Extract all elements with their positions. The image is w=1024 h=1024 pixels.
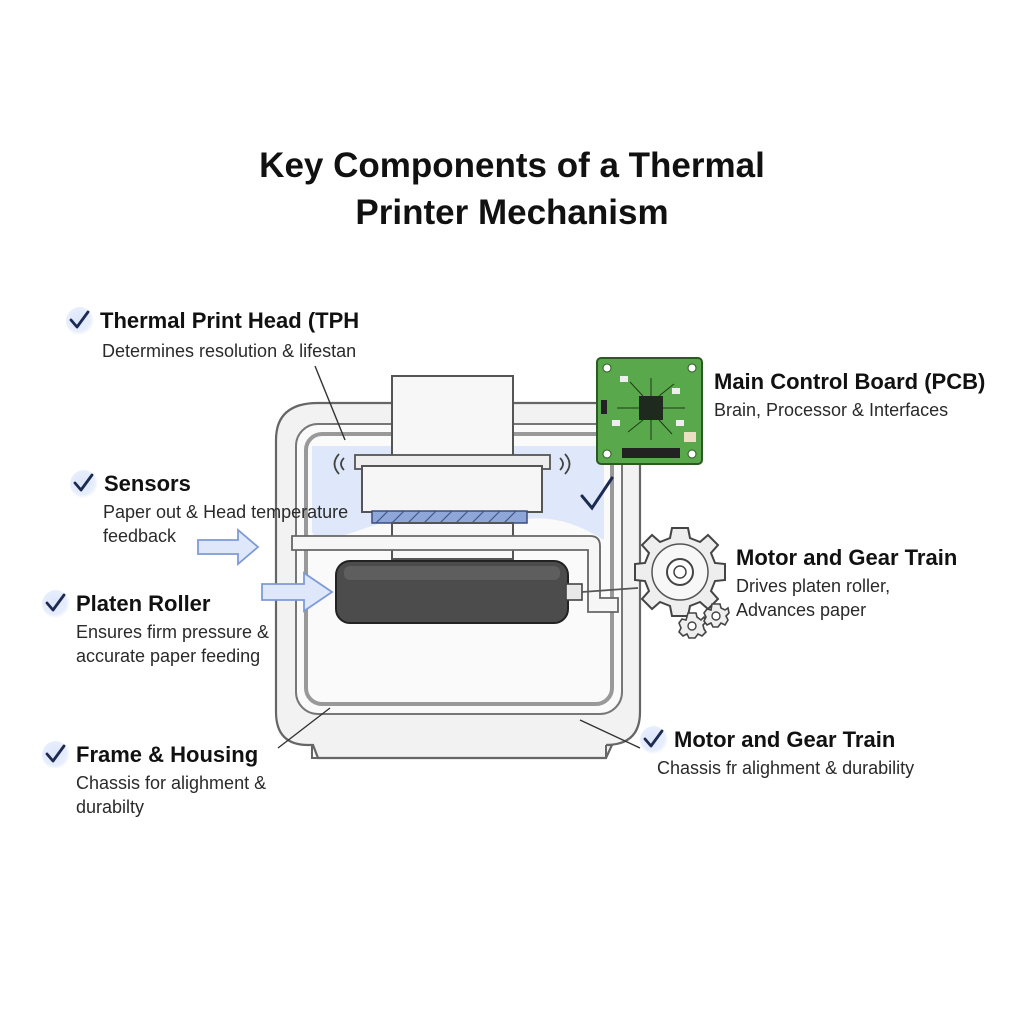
check-icon — [42, 590, 70, 618]
motor2-heading: Motor and Gear Train — [674, 727, 896, 752]
motor-heading: Motor and Gear Train — [736, 545, 958, 570]
motor2-description: Chassis fr alighment & durability — [657, 758, 915, 778]
platen-arrow-icon — [261, 571, 334, 613]
tph-heading: Thermal Print Head (TPH — [100, 308, 360, 333]
frame-heading: Frame & Housing — [76, 742, 259, 767]
page-title: Key Components of a Thermal Printer Mech… — [112, 142, 912, 236]
sensors-description: Paper out & Head temperature feedback — [103, 502, 349, 546]
frame-description: Chassis for alighment & durabilty — [76, 773, 267, 817]
check-icon — [66, 307, 94, 335]
pcb-heading: Main Control Board (PCB) — [714, 369, 986, 394]
check-icon — [70, 470, 98, 498]
title-line-1: Key Components of a Thermal — [259, 146, 765, 185]
motor-description: Drives platen roller, Advances paper — [736, 576, 891, 620]
label-motor-gear-train: Motor and Gear Train Drives platen rolle… — [736, 544, 957, 622]
sensor-arrow-icon — [197, 528, 260, 566]
pcb-description: Brain, Processor & Interfaces — [714, 400, 949, 420]
chip-icon — [639, 396, 663, 420]
label-thermal-print-head: Thermal Print Head (TPH Determines resol… — [66, 307, 359, 363]
platen-heading: Platen Roller — [76, 591, 211, 616]
pcb-board — [596, 357, 703, 465]
signal-wave-icon — [333, 453, 571, 475]
label-motor-gear-train-2: Motor and Gear Train Chassis fr alighmen… — [640, 726, 914, 780]
label-sensors: Sensors Paper out & Head temperature fee… — [70, 470, 348, 548]
label-platen-roller: Platen Roller Ensures firm pressure & ac… — [42, 590, 269, 668]
platen-description: Ensures firm pressure & accurate paper f… — [76, 622, 270, 666]
label-frame-housing: Frame & Housing Chassis for alighment & … — [42, 741, 266, 819]
tph-description: Determines resolution & lifestan — [102, 341, 357, 361]
sensors-heading: Sensors — [104, 471, 191, 496]
gear-icon — [634, 527, 730, 639]
sensor-check-icon — [580, 476, 614, 511]
check-icon — [640, 726, 668, 754]
title-line-2: Printer Mechanism — [355, 193, 669, 232]
platen-roller — [335, 560, 639, 624]
label-main-control-board: Main Control Board (PCB) Brain, Processo… — [714, 368, 985, 422]
leader-lines — [277, 365, 641, 749]
check-icon — [42, 741, 70, 769]
